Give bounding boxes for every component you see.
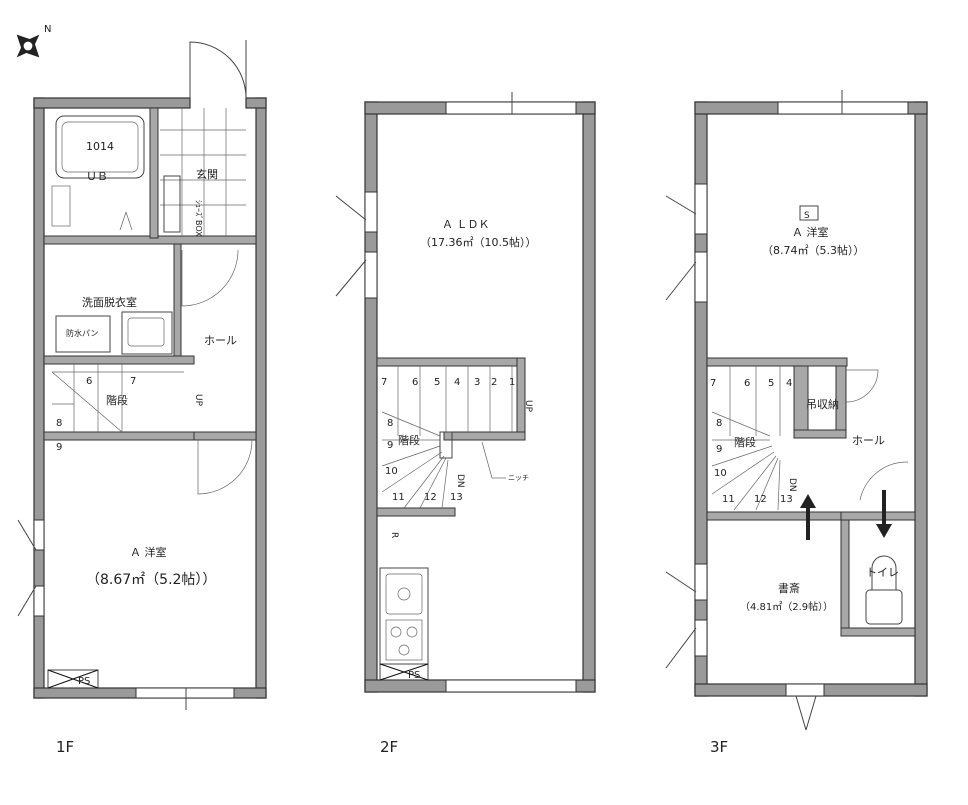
f3-stair-num-8: 8 (716, 418, 722, 429)
f2-stair-num-10: 10 (385, 466, 398, 477)
f1-stair-num-9: 9 (56, 442, 62, 453)
f3-room-area: （8.74㎡（5.3帖）） (762, 244, 865, 257)
f3-toilet-label: トイレ (866, 566, 899, 579)
f3-stair-num-9: 9 (716, 444, 722, 455)
f1-bath-unit-label: 1014 (86, 140, 114, 153)
f2-up-label: UP (523, 400, 533, 413)
floor-1-plan: 1014 ＵＢ 玄関 ｼｭｰｽﾞBOX 洗面脱衣室 防水パン ホール (17, 40, 267, 756)
f1-bath-tag-label: ＵＢ (86, 170, 108, 183)
f1-entrance-label: 玄関 (196, 167, 218, 181)
f2-stair-num-6: 6 (412, 377, 418, 388)
f2-room-name: Ａ ＬＤＫ (442, 218, 490, 231)
f2-stair-num-7: 7 (381, 377, 387, 388)
f1-hall-label: ホール (204, 334, 237, 347)
f1-floor-label: 1F (56, 738, 74, 756)
f1-shoebox-label: ｼｭｰｽﾞBOX (194, 200, 203, 237)
f2-fridge-label: R (389, 532, 399, 538)
f1-room-area: （8.67㎡（5.2帖）） (86, 572, 216, 588)
f1-stairs-label: 階段 (106, 393, 128, 407)
floor-3-plan: S Ａ 洋室 （8.74㎡（5.3帖）） 7 6 5 4 8 9 10 11 1 (665, 90, 928, 756)
f1-stair-num-8: 8 (56, 418, 62, 429)
f3-ceiling-mark: S (804, 211, 810, 221)
f3-stair-num-11: 11 (722, 494, 735, 505)
f1-washroom-label: 洗面脱衣室 (82, 295, 137, 309)
f3-stair-num-7: 7 (710, 378, 716, 389)
f2-niche-label: ニッチ (508, 474, 529, 482)
f1-ps-label: PS (78, 676, 90, 687)
f3-stair-num-5: 5 (768, 378, 774, 389)
compass-north-label: N (44, 24, 51, 35)
f2-ps-label: PS (408, 670, 420, 681)
f3-stair-num-12: 12 (754, 494, 767, 505)
f2-room-area: （17.36㎡（10.5帖）） (420, 236, 536, 249)
f3-study-area: （4.81㎡（2.9帖）） (740, 600, 833, 613)
f3-stair-num-13: 13 (780, 494, 793, 505)
f2-stair-num-11: 11 (392, 492, 405, 503)
f3-stair-num-6: 6 (744, 378, 750, 389)
f2-dn-label: DN (455, 474, 465, 488)
f3-up-arrow-icon (800, 494, 816, 540)
f2-stairs (381, 366, 513, 509)
f1-entrance-tiles (160, 108, 246, 236)
f1-stair-num-7: 7 (130, 376, 136, 387)
compass-icon: N (16, 24, 51, 58)
f2-stair-num-3: 3 (474, 377, 480, 388)
f1-waterproof-pan-label: 防水パン (66, 328, 98, 338)
f2-stair-num-5: 5 (434, 377, 440, 388)
f2-floor-label: 2F (380, 738, 398, 756)
f3-floor-label: 3F (710, 738, 728, 756)
f1-up-label: UP (193, 394, 203, 407)
f3-stairs-label: 階段 (734, 435, 756, 449)
f3-stairs (711, 366, 781, 511)
f3-stair-num-10: 10 (714, 468, 727, 479)
f2-stair-num-12: 12 (424, 492, 437, 503)
f3-storage-label: 吊収納 (806, 398, 839, 411)
f1-stairs (51, 364, 184, 433)
f3-dn-label: DN (787, 478, 797, 492)
f3-room-name: Ａ 洋室 (792, 225, 829, 239)
f2-stair-num-9: 9 (387, 440, 393, 451)
f2-stair-num-13: 13 (450, 492, 463, 503)
f2-stairs-label: 階段 (398, 433, 420, 447)
f1-room-name: Ａ 洋室 (130, 545, 167, 559)
f3-study-name: 書斎 (778, 581, 800, 595)
f2-stair-num-4: 4 (454, 377, 460, 388)
f2-stair-num-1: 1 (509, 377, 515, 388)
f3-hall-label: ホール (852, 434, 885, 447)
f1-stair-num-6: 6 (86, 376, 92, 387)
f3-stair-num-4: 4 (786, 378, 792, 389)
floor-2-plan: Ａ ＬＤＫ （17.36㎡（10.5帖）） 7 6 5 4 3 2 (335, 92, 596, 756)
f3-down-arrow-icon (876, 490, 892, 538)
f2-stair-num-8: 8 (387, 418, 393, 429)
f2-stair-num-2: 2 (491, 377, 497, 388)
